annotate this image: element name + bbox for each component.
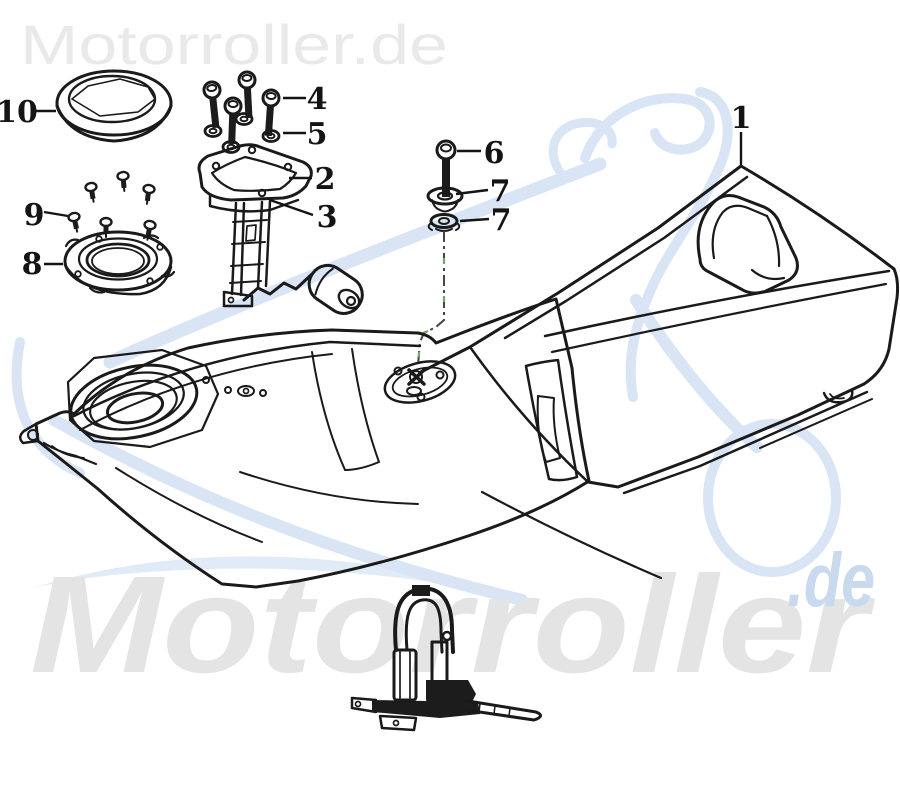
wheel-circle: [703, 419, 841, 577]
rear-strap: [524, 358, 579, 482]
part-7-washers-drawing: [426, 186, 464, 232]
pump-mount-flange: [383, 360, 457, 404]
swirl-tail: [625, 87, 733, 402]
callout-3: 3: [317, 200, 338, 235]
filler-opening-rings: [69, 363, 199, 441]
fuel-tank-body-drawing: [19, 297, 663, 589]
float-arm: [242, 272, 314, 302]
pump-outlet-tube: [464, 699, 542, 722]
fuel-pump-drawing: [350, 585, 542, 732]
callout-9: 9: [24, 198, 45, 233]
part-1-tank-cover-drawing: [419, 164, 900, 495]
callout-5: 5: [307, 117, 328, 152]
callout-8: 8: [22, 247, 43, 282]
watermark-header-text: Motorroller.de: [20, 13, 448, 76]
front-arc: [11, 337, 85, 478]
callout-numbers: 1 2 3 4 5 6 7 7 8 9 10: [0, 82, 751, 282]
legshield-swoosh: [103, 157, 607, 369]
part-3-sender-column-drawing: [208, 194, 364, 315]
leader-lines: [35, 96, 743, 266]
watermark-de-suffix: .de: [787, 538, 875, 623]
floor-swoosh: [48, 414, 528, 606]
swoosh-crescent: [26, 556, 532, 600]
part-9-screws-drawing: [67, 170, 157, 241]
assembly-dash-line: [417, 231, 446, 366]
cover-foot: [822, 388, 854, 404]
swirl-hook: [548, 117, 617, 177]
float-cylinder: [307, 263, 364, 315]
callout-7b: 7: [491, 203, 512, 238]
part-8-flange-ring-drawing: [63, 230, 176, 296]
part-10-gasket-ring-drawing: [55, 69, 173, 143]
callout-10: 10: [0, 95, 38, 130]
callout-6: 6: [484, 136, 505, 171]
part-6-bolt-drawing: [435, 139, 457, 197]
callout-4: 4: [307, 82, 328, 117]
part-4-bolts-drawing: [202, 70, 281, 145]
cover-handle-rib: [696, 194, 799, 295]
callout-1: 1: [731, 101, 752, 136]
swirl-loop: [580, 93, 715, 163]
scooter-watermark-sketch: [11, 87, 841, 606]
filler-nose: [19, 422, 40, 445]
callout-7a: 7: [490, 174, 511, 209]
part-2-sender-plate-drawing: [197, 143, 313, 202]
callout-2: 2: [315, 162, 336, 197]
